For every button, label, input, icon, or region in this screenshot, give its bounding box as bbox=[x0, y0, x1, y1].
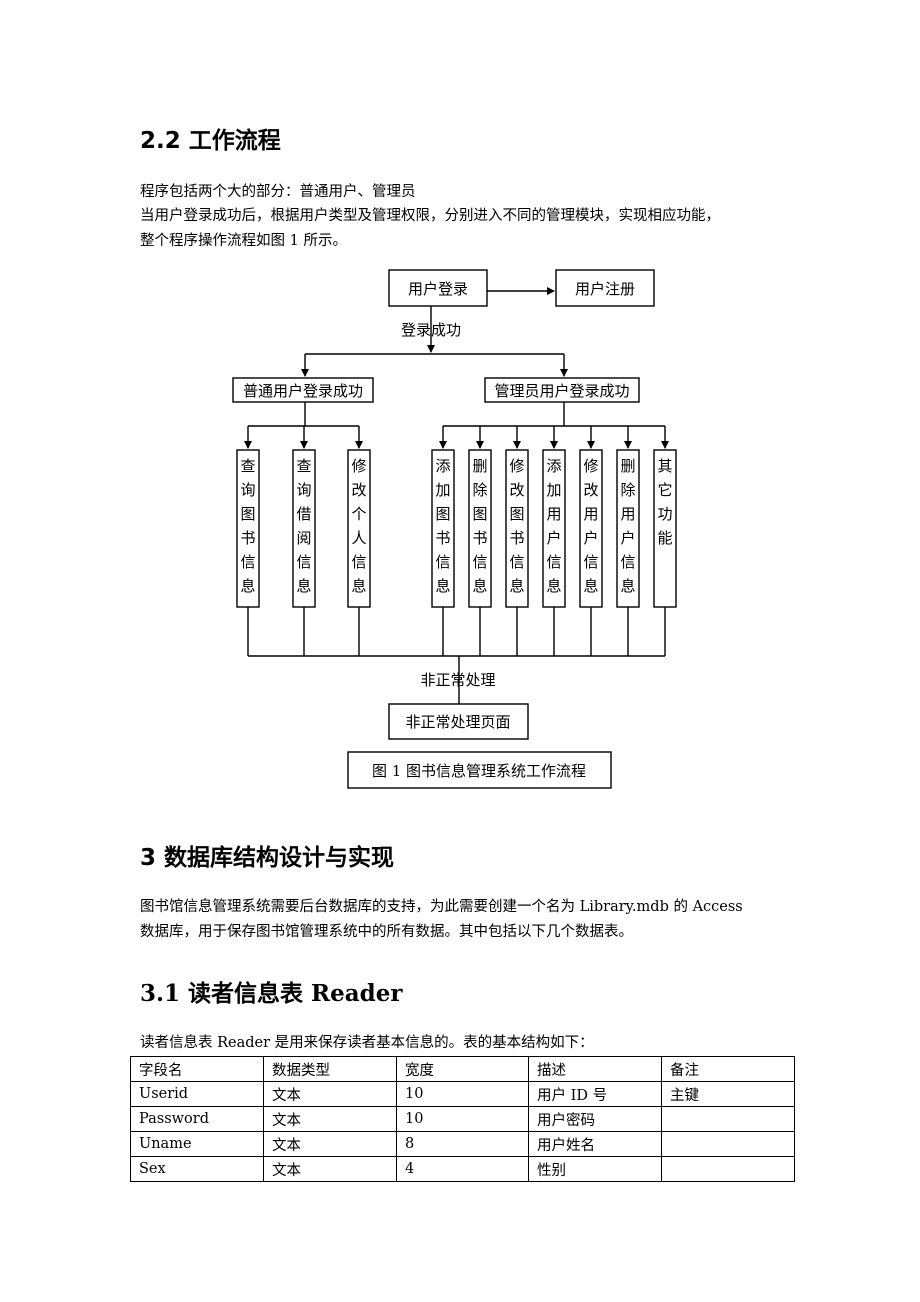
table-cell: 字段名 bbox=[130, 1056, 264, 1082]
normal-user-box bbox=[232, 377, 374, 403]
register-label: 用户注册 bbox=[575, 280, 635, 298]
function-label: 添加图书信息 bbox=[435, 457, 450, 595]
abnormal-label: 非正常处理 bbox=[420, 671, 495, 689]
login-box bbox=[388, 269, 488, 307]
figure-caption-box bbox=[347, 751, 612, 789]
section-heading-3: 3 数据库结构设计与实现 bbox=[140, 845, 395, 871]
function-label: 添加用户信息 bbox=[546, 457, 561, 595]
normal-user-label: 普通用户登录成功 bbox=[243, 382, 363, 400]
function-label: 查询借阅信息 bbox=[296, 457, 311, 595]
figure-caption: 图 1 图书信息管理系统工作流程 bbox=[372, 762, 586, 780]
table-cell: Userid bbox=[130, 1081, 264, 1107]
login-success-label: 登录成功 bbox=[401, 321, 461, 339]
table-cell: 用户姓名 bbox=[528, 1131, 662, 1157]
table-cell: 备注 bbox=[661, 1056, 795, 1082]
admin-user-box bbox=[484, 377, 640, 403]
table-cell: 主键 bbox=[661, 1081, 795, 1107]
paragraph-line: 整个程序操作流程如图 1 所示。 bbox=[140, 233, 347, 249]
function-label: 其它功能 bbox=[657, 457, 672, 547]
register-box bbox=[555, 269, 655, 307]
table-cell: 宽度 bbox=[396, 1056, 529, 1082]
table-cell: 用户 ID 号 bbox=[528, 1081, 662, 1107]
abnormal-page-label: 非正常处理页面 bbox=[405, 713, 510, 731]
table-cell: 文本 bbox=[263, 1131, 397, 1157]
function-label: 修改个人信息 bbox=[351, 457, 366, 595]
section-heading-3-1: 3.1 读者信息表 Reader bbox=[140, 980, 403, 1007]
table-cell: 10 bbox=[396, 1081, 529, 1107]
table-cell: 文本 bbox=[263, 1156, 397, 1182]
table-cell: 描述 bbox=[528, 1056, 662, 1082]
paragraph-line: 图书馆信息管理系统需要后台数据库的支持，为此需要创建一个名为 Library.m… bbox=[140, 899, 743, 915]
table-cell: 文本 bbox=[263, 1106, 397, 1132]
admin-user-label: 管理员用户登录成功 bbox=[494, 382, 629, 400]
function-label: 修改用户信息 bbox=[583, 457, 598, 595]
login-label: 用户登录 bbox=[408, 280, 468, 298]
table-cell: Password bbox=[130, 1106, 264, 1132]
table-cell: 用户密码 bbox=[528, 1106, 662, 1132]
table-row: 字段名数据类型宽度描述备注 bbox=[130, 1056, 795, 1082]
paragraph-line: 程序包括两个大的部分：普通用户、管理员 bbox=[140, 184, 416, 200]
table-cell: Sex bbox=[130, 1156, 264, 1182]
table-cell: 4 bbox=[396, 1156, 529, 1182]
table-cell: 文本 bbox=[263, 1081, 397, 1107]
function-label: 查询图书信息 bbox=[240, 457, 255, 595]
table-cell bbox=[661, 1156, 795, 1182]
paragraph-line: 当用户登录成功后，根据用户类型及管理权限，分别进入不同的管理模块，实现相应功能， bbox=[140, 208, 720, 224]
function-label: 删除图书信息 bbox=[472, 457, 487, 595]
table-cell bbox=[661, 1131, 795, 1157]
table-cell bbox=[661, 1106, 795, 1132]
section-heading-2-2: 2.2 工作流程 bbox=[140, 128, 281, 154]
table-cell: 数据类型 bbox=[263, 1056, 397, 1082]
table-cell: Uname bbox=[130, 1131, 264, 1157]
table-cell: 8 bbox=[396, 1131, 529, 1157]
function-label: 修改图书信息 bbox=[509, 457, 524, 595]
table-cell: 性别 bbox=[528, 1156, 662, 1182]
function-label: 删除用户信息 bbox=[620, 457, 635, 595]
workflow-diagram: 用户登录 用户注册 登录成功 普通用户登录成功 管理员用户登录成功 非正常处理 … bbox=[232, 269, 677, 789]
table-intro: 读者信息表 Reader 是用来保存读者基本信息的。表的基本结构如下： bbox=[140, 1035, 594, 1051]
paragraph-line: 数据库，用于保存图书馆管理系统中的所有数据。其中包括以下几个数据表。 bbox=[140, 924, 633, 940]
table-cell: 10 bbox=[396, 1106, 529, 1132]
abnormal-page-box bbox=[388, 703, 529, 740]
